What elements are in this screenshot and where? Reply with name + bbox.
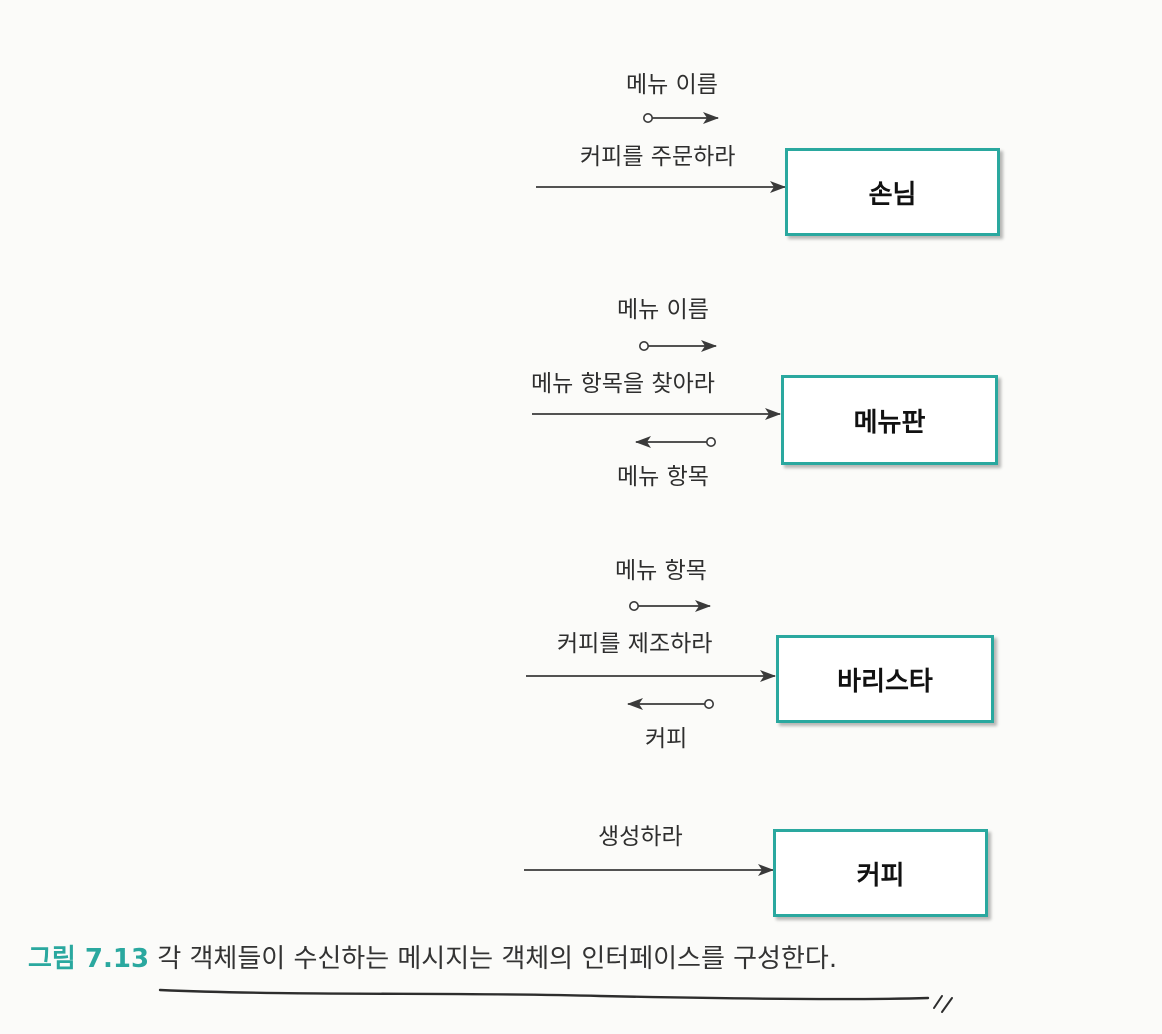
caption-underline <box>158 988 930 1001</box>
caption-underline-tick-1 <box>933 995 943 1009</box>
figure-number: 그림 7.13 <box>28 944 150 974</box>
object-name-coffee: 커피 <box>856 860 905 891</box>
message-label-customer: 커피를 주문하라 <box>580 144 736 170</box>
return-origin-menu <box>705 436 716 447</box>
caption-underline-tick-2 <box>941 997 953 1013</box>
parameter-origin-menu <box>638 340 649 351</box>
parameter-origin-barista <box>628 600 639 611</box>
object-box-menu: 메뉴판 <box>781 375 998 465</box>
return-label-menu: 메뉴 항목 <box>617 464 709 490</box>
message-label-coffee: 생성하라 <box>598 824 683 850</box>
object-name-customer: 손님 <box>868 179 917 210</box>
message-label-barista: 커피를 제조하라 <box>557 631 713 657</box>
object-name-barista: 바리스타 <box>837 666 933 697</box>
object-box-customer: 손님 <box>785 148 1000 236</box>
parameter-origin-customer <box>642 113 653 124</box>
return-label-barista: 커피 <box>645 726 688 752</box>
object-box-barista: 바리스타 <box>776 635 994 723</box>
figure-caption-text: 각 객체들이 수신하는 메시지는 객체의 인터페이스를 구성한다. <box>157 944 838 974</box>
parameter-label-barista: 메뉴 항목 <box>615 558 707 584</box>
object-name-menu: 메뉴판 <box>853 407 926 438</box>
message-label-menu: 메뉴 항목을 찾아라 <box>531 371 715 397</box>
parameter-label-customer: 메뉴 이름 <box>626 72 718 98</box>
parameter-label-menu: 메뉴 이름 <box>617 297 709 323</box>
object-box-coffee: 커피 <box>773 829 988 917</box>
figure-caption: 그림 7.13 각 객체들이 수신하는 메시지는 객체의 인터페이스를 구성한다… <box>28 938 837 975</box>
return-origin-barista <box>703 698 714 709</box>
